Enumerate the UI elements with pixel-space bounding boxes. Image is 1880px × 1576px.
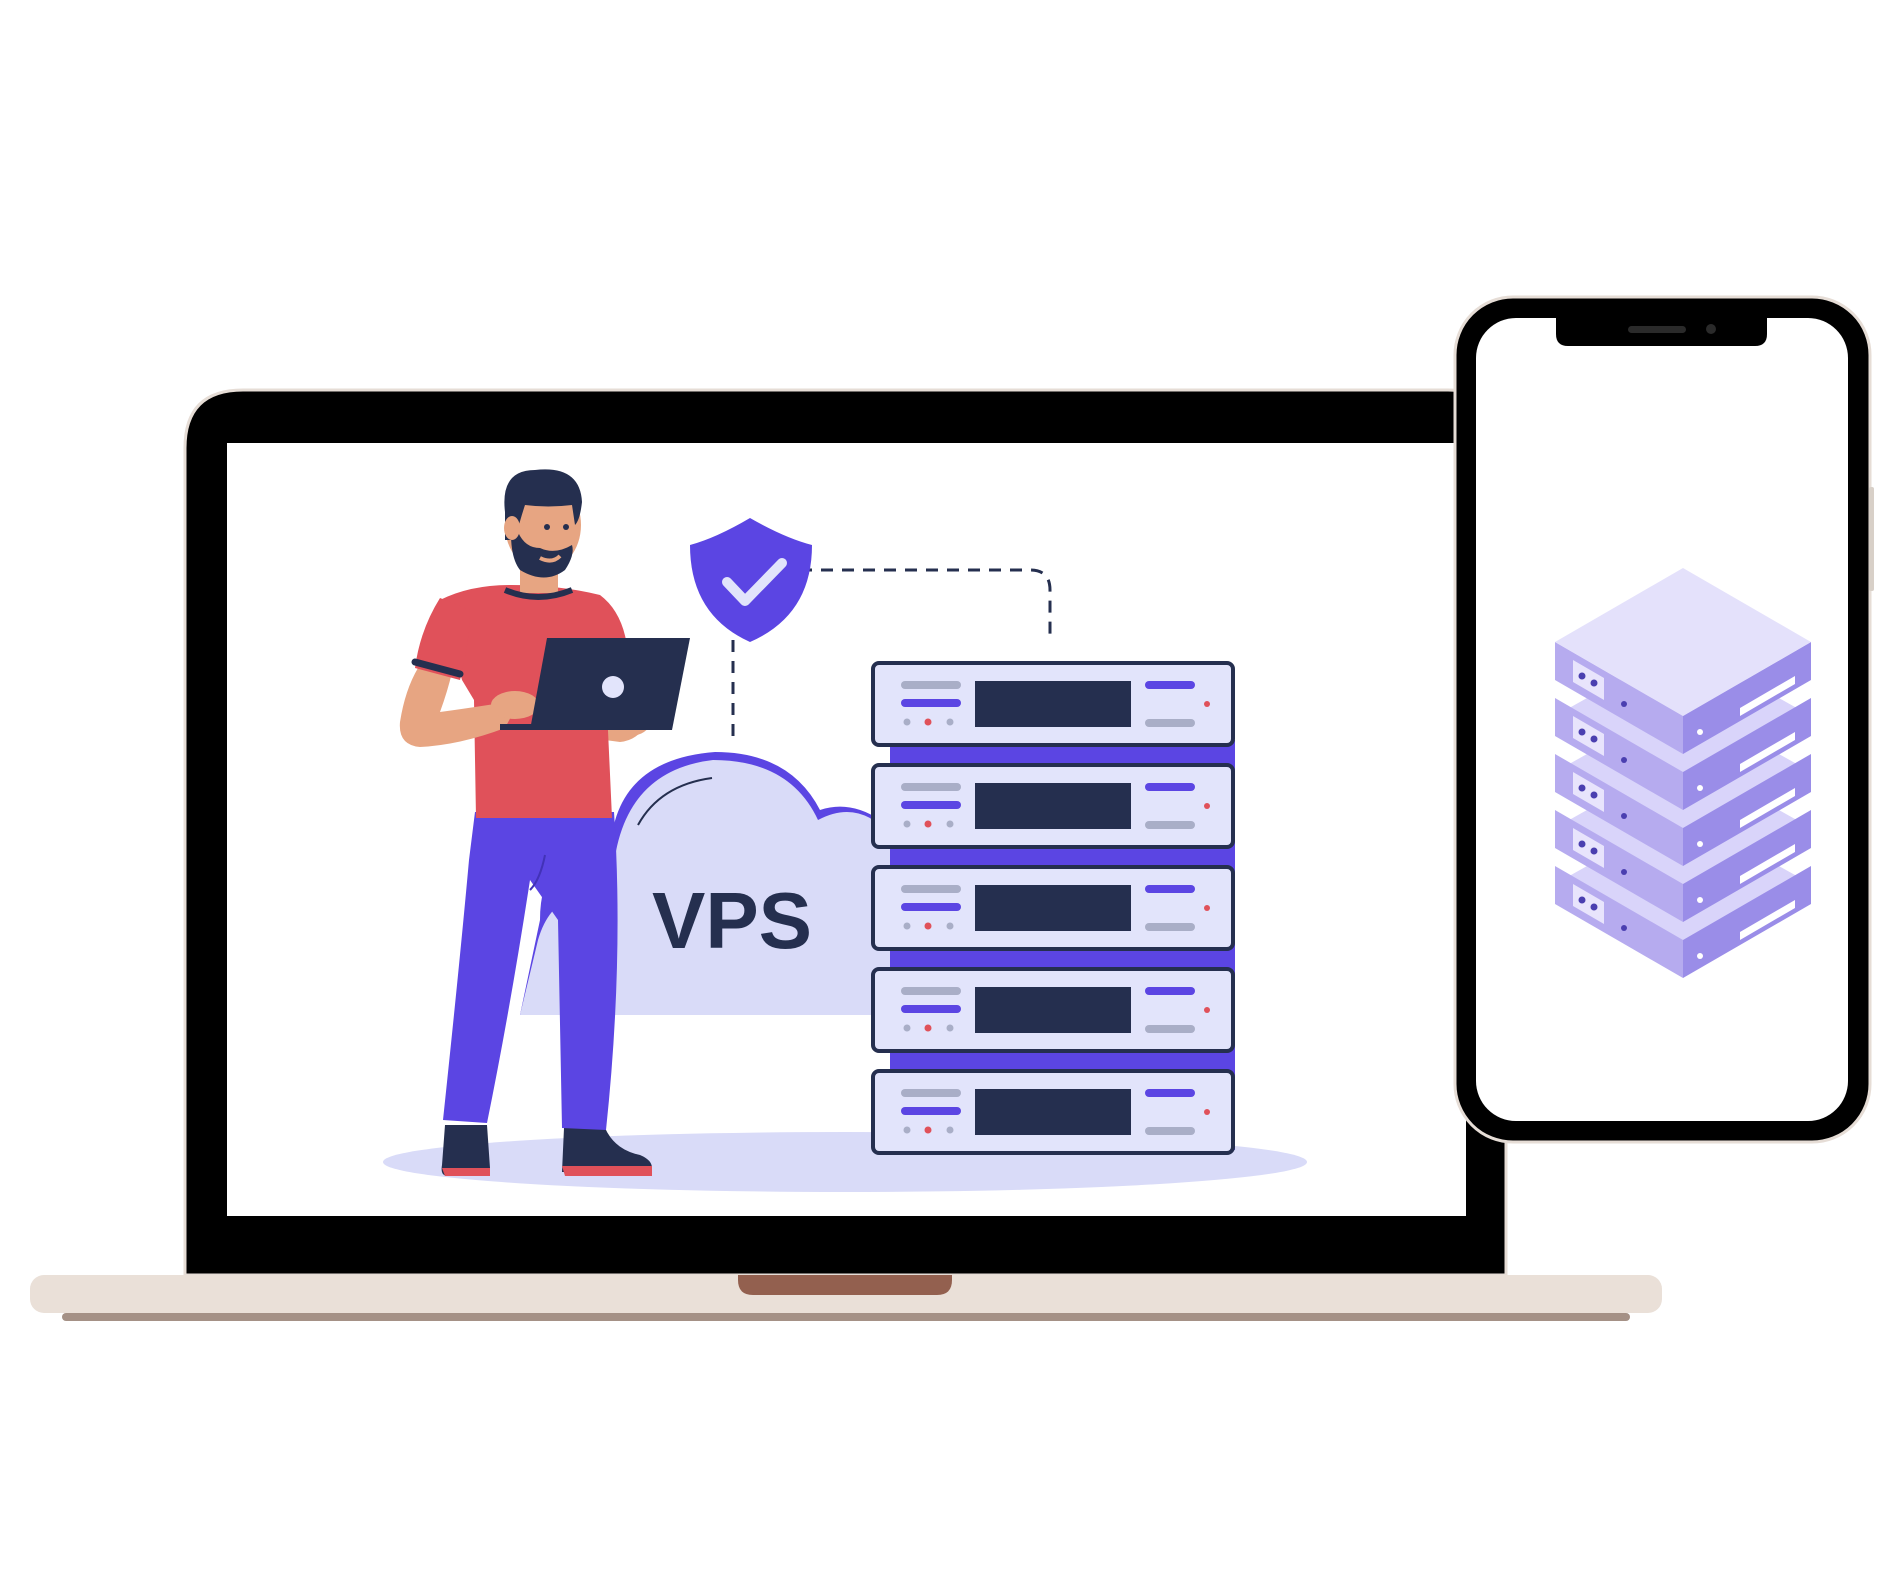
server-unit [871, 661, 1235, 747]
pants [443, 812, 618, 1130]
person-illustration [399, 469, 690, 1176]
right-shoe [562, 1128, 652, 1172]
phone-camera [1706, 324, 1716, 334]
server-unit [871, 865, 1235, 951]
shield-check-icon [690, 518, 812, 642]
phone-device [1453, 295, 1874, 1144]
dashed-connector [731, 568, 1052, 742]
server-unit [871, 763, 1235, 849]
server-unit [871, 1069, 1235, 1155]
sleeve [415, 598, 470, 680]
phone-speaker [1628, 326, 1686, 333]
phone-side-button [1869, 487, 1874, 591]
laptop-held-icon [500, 638, 690, 730]
isometric-server-stack-icon [1555, 568, 1811, 978]
head [504, 469, 582, 578]
laptop-notch [738, 1275, 952, 1295]
front-arm [399, 668, 520, 747]
laptop-base-shadow [62, 1313, 1630, 1321]
server-rack-icon [871, 661, 1235, 1155]
cloud-label: VPS [652, 876, 812, 965]
server-unit [871, 967, 1235, 1053]
screen-illustration: VPS [383, 469, 1307, 1192]
iso-server-unit [1555, 568, 1811, 754]
left-shoe [441, 1125, 490, 1176]
